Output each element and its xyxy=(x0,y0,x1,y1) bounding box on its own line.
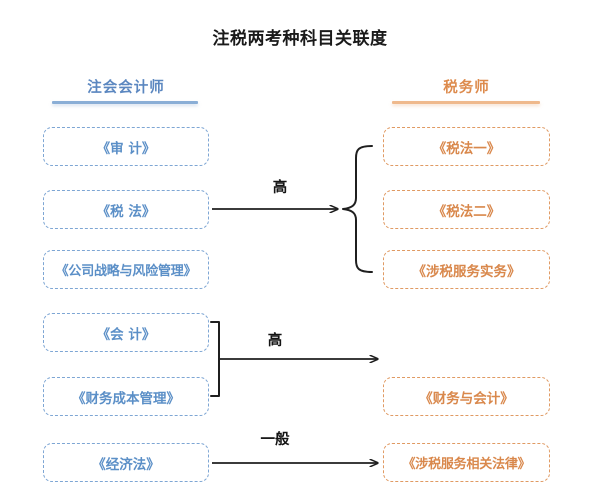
column-header-right: 税务师 xyxy=(443,80,490,96)
connector-brace-right-1 xyxy=(342,145,373,273)
subject-box-left-2[interactable]: 《税 法》 xyxy=(43,190,209,229)
column-header-left: 注会会计师 xyxy=(87,80,165,96)
subject-box-right-5[interactable]: 《财务与会计》 xyxy=(383,377,550,416)
subject-box-right-3[interactable]: 《涉税服务实务》 xyxy=(383,250,550,289)
subject-box-left-5[interactable]: 《财务成本管理》 xyxy=(43,377,209,416)
connector-label-1: 高 xyxy=(272,180,288,196)
subject-box-left-1[interactable]: 《审 计》 xyxy=(43,127,209,166)
connector-label-2: 高 xyxy=(267,333,283,349)
subject-box-left-4[interactable]: 《会 计》 xyxy=(43,313,209,352)
subject-box-left-6[interactable]: 《经济法》 xyxy=(43,443,209,482)
connector-label-3: 一般 xyxy=(260,432,290,448)
subject-box-right-1[interactable]: 《税法一》 xyxy=(383,127,550,166)
column-rule-left xyxy=(52,101,198,104)
subject-box-right-2[interactable]: 《税法二》 xyxy=(383,190,550,229)
column-rule-right xyxy=(392,101,540,104)
subject-box-left-3[interactable]: 《公司战略与风险管理》 xyxy=(43,250,209,289)
page-title: 注税两考种科目关联度 xyxy=(212,29,388,49)
subject-box-right-6[interactable]: 《涉税服务相关法律》 xyxy=(383,443,550,482)
